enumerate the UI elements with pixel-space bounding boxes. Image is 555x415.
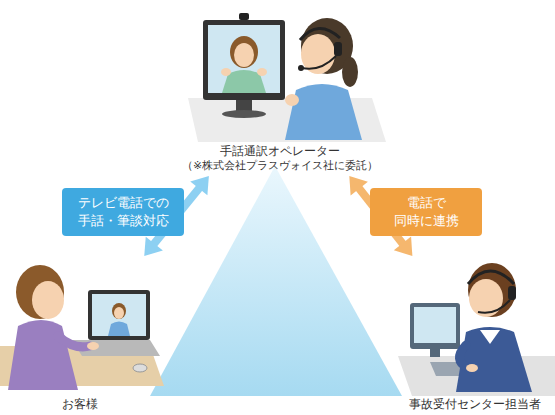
agent-illustration — [398, 263, 555, 396]
party-note: （※株式会社プラスヴォイス社に委託） — [182, 159, 378, 173]
edge-label-box: 電話で 同時に連携 — [370, 188, 482, 236]
party-caption: お客様 — [62, 397, 98, 412]
party-node: 手話通訳オペレーター（※株式会社プラスヴォイス社に委託） — [170, 0, 390, 176]
party-caption: 手話通訳オペレーター — [220, 144, 340, 159]
customer-illustration — [0, 265, 164, 390]
party-node: 事故受付センター担当者 — [395, 256, 555, 415]
operator-illustration — [188, 13, 386, 142]
party-caption: 事故受付センター担当者 — [409, 397, 541, 412]
edge-label-box: テレビ電話での 手話・筆談対応 — [62, 188, 184, 236]
party-node: お客様 — [0, 256, 160, 415]
